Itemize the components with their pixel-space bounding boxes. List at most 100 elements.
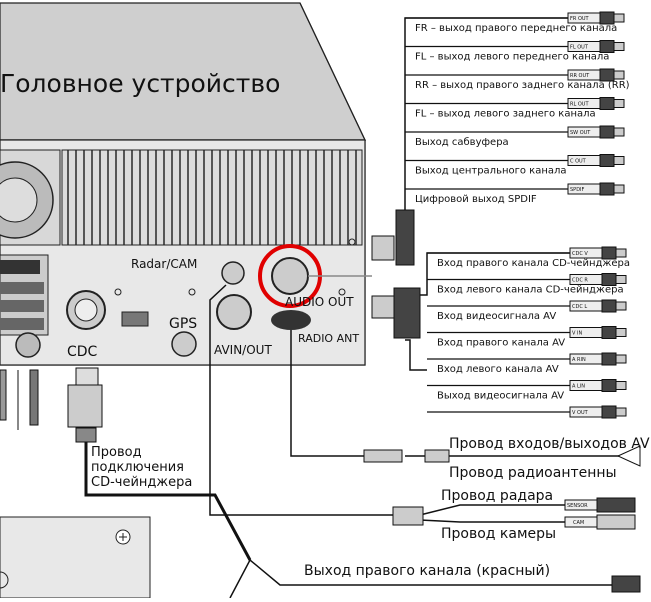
cam-tag: CAM xyxy=(573,520,584,526)
av_inputs-row-6: V OUT xyxy=(427,405,627,419)
connector-tag: CDC R xyxy=(572,278,588,284)
channel-label: Вход видеосигнала AV xyxy=(437,311,556,322)
channel-label: Вход левого канала AV xyxy=(437,364,559,375)
head-unit-title: Головное устройство xyxy=(0,69,280,98)
channel-label: Выход центрального канала xyxy=(415,166,567,177)
cable-label-radar: Провод радара xyxy=(441,488,553,504)
radio-ant-connector xyxy=(271,310,311,330)
avin-out-port-label: AVIN/OUT xyxy=(214,343,272,357)
connector-tag: A LIN xyxy=(572,384,585,390)
plug-tip xyxy=(615,248,627,258)
av-io-plug xyxy=(424,449,450,463)
radar-cam-port-label: Radar/CAM xyxy=(131,257,197,271)
plug-tip xyxy=(615,381,627,390)
plug-tip xyxy=(615,328,627,337)
plug-tip xyxy=(615,301,627,311)
plug-body xyxy=(601,379,617,392)
multi-pin-connector-block xyxy=(0,254,49,336)
cdc-port-label: CDC xyxy=(67,344,98,360)
audio-out-connector xyxy=(271,257,309,295)
lower-device xyxy=(0,516,151,599)
right-channel-connector xyxy=(611,575,641,593)
radio-antenna-plug xyxy=(363,449,403,463)
plug-body xyxy=(601,352,617,366)
connector-tag: A RIN xyxy=(572,357,586,363)
connector-tag: FL OUT xyxy=(570,45,589,51)
audio_outputs-row-4: SW OUT Выход сабвуфера xyxy=(405,125,625,148)
channel-label: Вход правого канала AV xyxy=(437,338,565,349)
connector-tag: V IN xyxy=(572,331,582,337)
plug-tip xyxy=(613,13,625,23)
plug-tip xyxy=(615,354,627,364)
plug-tip xyxy=(613,42,625,51)
channel-label: Вход левого канала CD-чейнджера xyxy=(437,285,624,296)
cable-label-cd-changer-2: подключения xyxy=(91,460,184,475)
plug-tip xyxy=(615,407,627,417)
av_inputs-row-5: A LIN Выход видеосигнала AV xyxy=(427,379,627,402)
plug-body xyxy=(601,405,617,419)
channel-label: RR – выход правого заднего канала (RR) xyxy=(415,80,630,91)
fan-icon xyxy=(0,149,61,246)
avin-out-connector xyxy=(216,294,252,330)
connector-tag: V OUT xyxy=(572,410,589,416)
cable-label-av-io: Провод входов/выходов AV xyxy=(449,436,650,452)
connector-tag: SW OUT xyxy=(570,130,591,136)
ventilation-grill xyxy=(61,149,363,246)
plug-tip xyxy=(615,275,627,284)
plug-tip xyxy=(613,70,625,80)
cable-label-right-channel: Выход правого канала (красный) xyxy=(304,563,550,579)
channel-label: FR – выход правого переднего канала xyxy=(415,23,617,34)
channel-label: FL – выход левого заднего канала xyxy=(415,109,596,120)
connector-tag: SPDIF xyxy=(570,187,585,193)
rca-jacks xyxy=(0,369,39,430)
cable-label-cd-changer-3: CD-чейнджера xyxy=(91,475,192,490)
head-unit: Головное устройство CDC GPS xyxy=(0,2,366,366)
connector-tag: FR OUT xyxy=(570,16,590,22)
plug-tip xyxy=(613,99,625,108)
channel-label: FL – выход левого переднего канала xyxy=(415,52,609,63)
right-channel-cable xyxy=(229,558,612,599)
slot-connector xyxy=(121,311,149,327)
connector-tag: RR OUT xyxy=(570,73,590,79)
antenna-end-icon xyxy=(616,445,641,467)
channel-label: Цифровой выход SPDIF xyxy=(415,194,537,205)
radar-camera-cable xyxy=(209,284,565,523)
plug-tip xyxy=(613,184,625,194)
plug-body xyxy=(599,125,615,139)
plug-body xyxy=(599,154,615,167)
av_inputs-row-2: CDC L Вход видеосигнала AV xyxy=(427,299,627,322)
plug-tip xyxy=(613,156,625,165)
cdc-connector xyxy=(66,290,106,330)
channel-label: Выход видеосигнала AV xyxy=(437,391,564,402)
radar-camera-splitter xyxy=(392,506,424,526)
connector-tag: RL OUT xyxy=(570,102,589,108)
av-plug-connector xyxy=(371,287,421,339)
radio-ant-port-label: RADIO ANT xyxy=(298,332,359,345)
audio-out-port-label: AUDIO OUT xyxy=(285,295,354,309)
audio-plug-connector xyxy=(371,209,415,266)
connector-tag: CDC V xyxy=(572,251,588,257)
av_inputs-row-4: A RIN Вход левого канала AV xyxy=(427,352,627,375)
gps-port-label: GPS xyxy=(169,316,197,332)
cable-label-radio-antenna: Провод радиоантенны xyxy=(449,465,617,481)
channel-label: Вход правого канала CD-чейнджера xyxy=(437,258,630,269)
plug-body xyxy=(601,326,617,339)
plug-body xyxy=(601,299,617,313)
plug-body xyxy=(599,182,615,196)
cd-changer-cable xyxy=(67,367,252,561)
plug-body xyxy=(599,97,615,110)
channel-label: Выход сабвуфера xyxy=(415,137,509,148)
audio_outputs-row-6: SPDIF Цифровой выход SPDIF xyxy=(405,182,625,205)
connector-tag: C OUT xyxy=(570,159,587,165)
round-jack xyxy=(15,332,41,358)
av_inputs-row-3: V IN Вход правого канала AV xyxy=(427,326,627,349)
connector-tag: CDC L xyxy=(572,304,587,310)
